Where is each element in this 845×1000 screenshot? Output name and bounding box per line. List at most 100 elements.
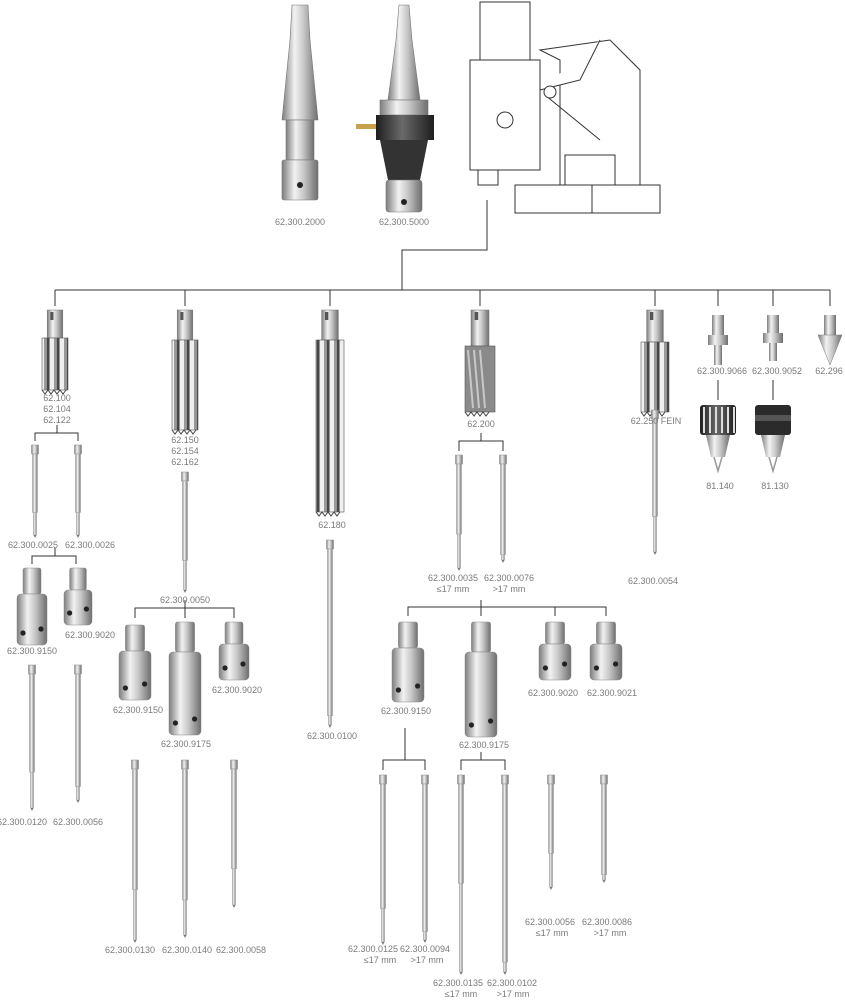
- part-number-label: 62.300.9021: [586, 688, 638, 698]
- connector-line: [458, 440, 504, 451]
- connector-line: [31, 555, 77, 564]
- adapter-9020: [63, 567, 93, 626]
- part-number-label: 62.300.9175: [458, 740, 510, 750]
- cutter-62-150: [171, 309, 199, 435]
- part-number-label: 62.300.2000: [274, 217, 326, 227]
- part-number-label: 62.300.0056: [524, 917, 576, 927]
- part-number-label: 62.300.0120: [0, 817, 48, 827]
- part-number-label: 81.140: [706, 481, 734, 491]
- pilot-pin: [600, 774, 608, 883]
- part-number-label: 62.300.9150: [380, 706, 432, 716]
- drill-chuck-81-140: [700, 405, 736, 474]
- part-number-label: 62.300.9150: [6, 646, 58, 656]
- pilot-pin: [457, 774, 465, 975]
- adapter-9150: [16, 567, 48, 646]
- pilot-pin: [651, 409, 659, 555]
- connector-line: [34, 432, 79, 441]
- connector-line: [401, 200, 488, 290]
- part-number-label: 62.300.0125: [347, 944, 399, 954]
- quick-change-adapter: [356, 4, 434, 213]
- cutter-62-180: [315, 309, 345, 517]
- part-number-label: 62.300.0094: [399, 944, 451, 954]
- connector-line: [460, 759, 506, 770]
- arbor-62-300-9066: [708, 315, 728, 365]
- cutter-62-100: [41, 309, 69, 395]
- part-number-label: 62.300.9052: [751, 366, 803, 376]
- pilot-pin: [230, 759, 238, 908]
- part-number-label: 62.300.9150: [112, 705, 164, 715]
- pilot-pin: [28, 664, 36, 811]
- adapter-9150: [118, 624, 152, 701]
- adapter-9175: [464, 621, 498, 738]
- adapter-9020: [218, 621, 250, 681]
- part-number-label: 62.300.0056: [52, 817, 104, 827]
- pilot-pin: [455, 454, 463, 571]
- part-number-label: 62.300.0076: [483, 573, 535, 583]
- pilot-pin: [74, 664, 82, 803]
- connector-line: [407, 606, 607, 616]
- drill-chuck-81-130: [755, 405, 791, 474]
- part-number-label: 62.104: [43, 404, 71, 414]
- part-number-label: 62.300.0086: [581, 917, 633, 927]
- part-number-label: 62.300.9020: [64, 630, 116, 640]
- pilot-pin: [131, 759, 139, 943]
- part-number-label: 62.300.0054: [627, 576, 679, 586]
- part-number-label: 62.180: [318, 520, 346, 530]
- parts: [16, 1, 843, 975]
- part-number-label: 62.300.0058: [215, 945, 267, 955]
- part-number-label: 62.300.0130: [104, 945, 156, 955]
- connector-line: [382, 759, 426, 770]
- part-number-label: 62.300.9020: [211, 685, 263, 695]
- part-number-label: 62.300.0135: [432, 978, 484, 988]
- adapter-9150: [391, 621, 425, 703]
- part-number-label: >17 mm: [492, 584, 526, 594]
- magnetic-drill-machine: [469, 1, 661, 214]
- part-number-label: 62.300.0140: [161, 945, 213, 955]
- part-number-label: 62.122: [43, 415, 71, 425]
- pilot-pin: [326, 539, 334, 728]
- part-number-label: 62.100: [43, 393, 71, 403]
- pilot-pin: [379, 774, 387, 945]
- part-number-label: 62.300.0102: [486, 978, 538, 988]
- part-number-label: 62.300.9175: [160, 739, 212, 749]
- part-number-label: ≤17 mm: [535, 928, 569, 938]
- part-number-label: >17 mm: [410, 955, 444, 965]
- morse-taper-arbor: [281, 4, 319, 201]
- part-number-label: ≤17 mm: [444, 989, 478, 999]
- part-number-label: 62.300.9066: [696, 366, 748, 376]
- part-number-label: >17 mm: [496, 989, 530, 999]
- part-number-label: 62.300.0050: [159, 595, 211, 605]
- connector-lines: [31, 200, 831, 770]
- part-number-label: 62.296: [815, 366, 843, 376]
- part-number-label: 62.300.5000: [378, 217, 430, 227]
- pilot-pin: [499, 454, 507, 563]
- arbor-62-300-9052: [763, 315, 783, 361]
- part-number-label: 62.250 FEIN: [630, 416, 682, 426]
- part-number-label: 62.162: [171, 457, 199, 467]
- part-number-label: 62.300.0035: [427, 573, 479, 583]
- part-number-label: >17 mm: [593, 928, 627, 938]
- part-number-label: 62.300.0025: [7, 540, 59, 550]
- pilot-pin: [181, 759, 189, 938]
- cutter-62-250-fein: [640, 309, 670, 417]
- adapter-9020: [538, 621, 572, 681]
- part-number-label: 62.154: [171, 446, 199, 456]
- part-number-label: 62.300.9020: [527, 688, 579, 698]
- adapter-9021: [589, 621, 623, 681]
- adapter-9175: [168, 621, 202, 736]
- part-number-label: 62.300.0100: [306, 731, 358, 741]
- part-number-label: 62.300.0026: [64, 540, 116, 550]
- part-number-label: ≤17 mm: [363, 955, 397, 965]
- part-number-label: 81.130: [761, 481, 789, 491]
- pilot-pin: [501, 774, 509, 975]
- countersink-62-296: [817, 315, 843, 366]
- part-number-label: 62.150: [171, 435, 199, 445]
- pilot-pin: [181, 471, 189, 593]
- part-number-label: 62.200: [467, 419, 495, 429]
- pilot-pin: [74, 444, 82, 538]
- pilot-pin: [547, 774, 555, 890]
- pilot-pin: [421, 774, 429, 943]
- part-number-label: ≤17 mm: [436, 584, 470, 594]
- cutter-62-200: [464, 309, 496, 417]
